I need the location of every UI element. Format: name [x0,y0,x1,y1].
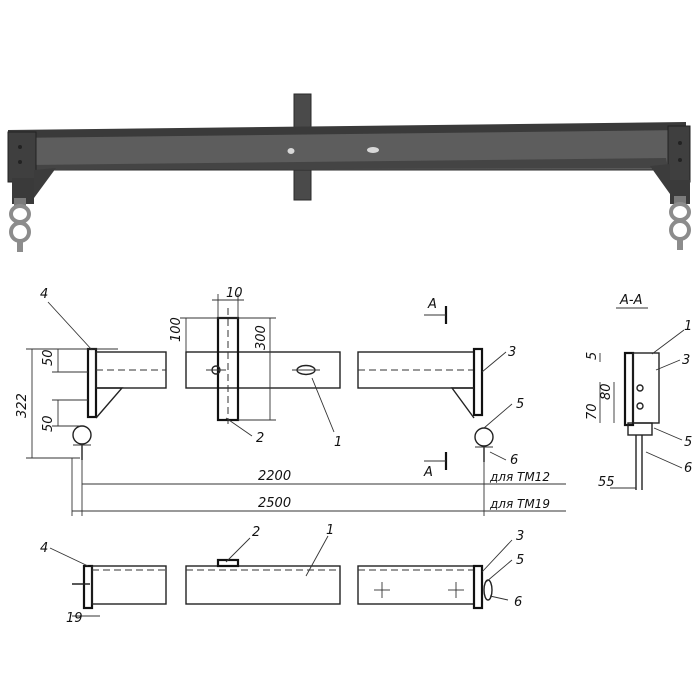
leader-1 [311,377,335,433]
section-hole-a [636,384,644,392]
plan-left-plate [82,564,94,610]
label-part-2: 2 [256,431,264,446]
leader-3 [481,351,507,373]
plan-view [49,535,513,617]
left-gusset [34,168,56,198]
right-shackle [669,196,691,250]
plan-mid-beam [185,565,341,605]
front-view [26,294,566,516]
plan-leader-6 [489,595,509,601]
label-part-6: 6 [510,453,518,468]
label-plan-part-2: 2 [252,525,260,540]
section-leader-5 [653,427,683,441]
section-aa [599,307,685,490]
label-dim-300: 300 [254,325,269,350]
label-for-tm12: для ТМ12 [489,470,550,484]
right-gusset-outline [450,387,475,419]
left-end-post [86,347,98,419]
plan-leader-4 [49,547,89,567]
plan-leader-3 [481,539,513,573]
label-section-mark-bottom: А [423,465,433,480]
labels: 4 10 100 300 50 322 50 2 1 А А 3 5 6 220… [15,286,692,626]
plan-mid-lug [216,558,240,568]
right-end-plate [667,125,691,183]
plan-right-beam [357,565,475,605]
plan-leader-1 [305,535,329,577]
label-section-dim-55: 55 [598,475,615,490]
leader-2 [225,417,253,437]
label-plan-part-3: 3 [516,529,524,544]
label-plan-part-6: 6 [514,595,522,610]
plan-right-plate [472,564,484,610]
label-dim-2500: 2500 [258,496,291,511]
leader-4 [47,301,93,351]
label-plan-part-4: 4 [40,541,48,556]
section-leader-3 [655,359,681,371]
label-section-part-3: 3 [682,353,690,368]
leader-6 [489,451,507,461]
label-section-part-1: 1 [684,319,692,334]
left-gusset-outline [95,387,124,419]
label-section-part-6: 6 [684,461,692,476]
right-gusset [650,164,670,194]
plan-left-beam [91,565,167,605]
section-leader-6 [645,451,683,469]
label-plan-dim-19: 19 [66,611,83,626]
label-dim-322: 322 [15,393,30,418]
left-bolt-a [18,145,22,149]
plan-leader-5 [485,559,513,583]
label-part-1: 1 [334,435,342,450]
label-part-3: 3 [508,345,516,360]
label-plan-part-5: 5 [516,553,524,568]
label-section-mark-top: А [427,297,437,312]
label-dim-2200: 2200 [258,469,291,484]
section-shackle [627,422,653,436]
right-end-post [472,347,484,417]
plan-right-eye [483,579,493,601]
section-plate [623,351,635,427]
label-section-dim-5: 5 [585,352,600,360]
middle-beam-section [185,351,341,389]
label-for-tm19: для ТМ19 [489,497,550,511]
label-dim-100: 100 [169,317,184,342]
label-section-dim-70: 70 [585,403,600,420]
left-eye-bolt [72,425,92,445]
label-dim-50-bottom: 50 [41,415,56,432]
section-hole-b [636,402,644,410]
label-section-dim-80: 80 [599,383,614,400]
left-lower-plate [12,178,34,204]
right-bolt-b [678,158,682,162]
plan-leader-2 [225,537,251,563]
label-part-4: 4 [40,287,48,302]
label-section-title: А-А [619,293,642,308]
left-bolt-b [18,160,22,164]
main-beam-top [8,122,686,138]
beam-hole-left [287,148,295,154]
right-bolt-a [678,141,682,145]
traverse-render [7,93,691,252]
label-dim-10: 10 [226,286,243,301]
label-dim-50-top: 50 [41,349,56,366]
main-beam-bottom [30,158,668,170]
label-part-5: 5 [516,397,524,412]
right-eye-bolt [474,427,494,447]
left-shackle [9,198,31,252]
label-section-part-5: 5 [684,435,692,450]
leader-5 [483,403,513,429]
left-end-plate [7,131,37,183]
label-plan-part-1: 1 [326,523,334,538]
section-leader-1 [651,329,685,355]
beam-hole-right [367,147,379,153]
